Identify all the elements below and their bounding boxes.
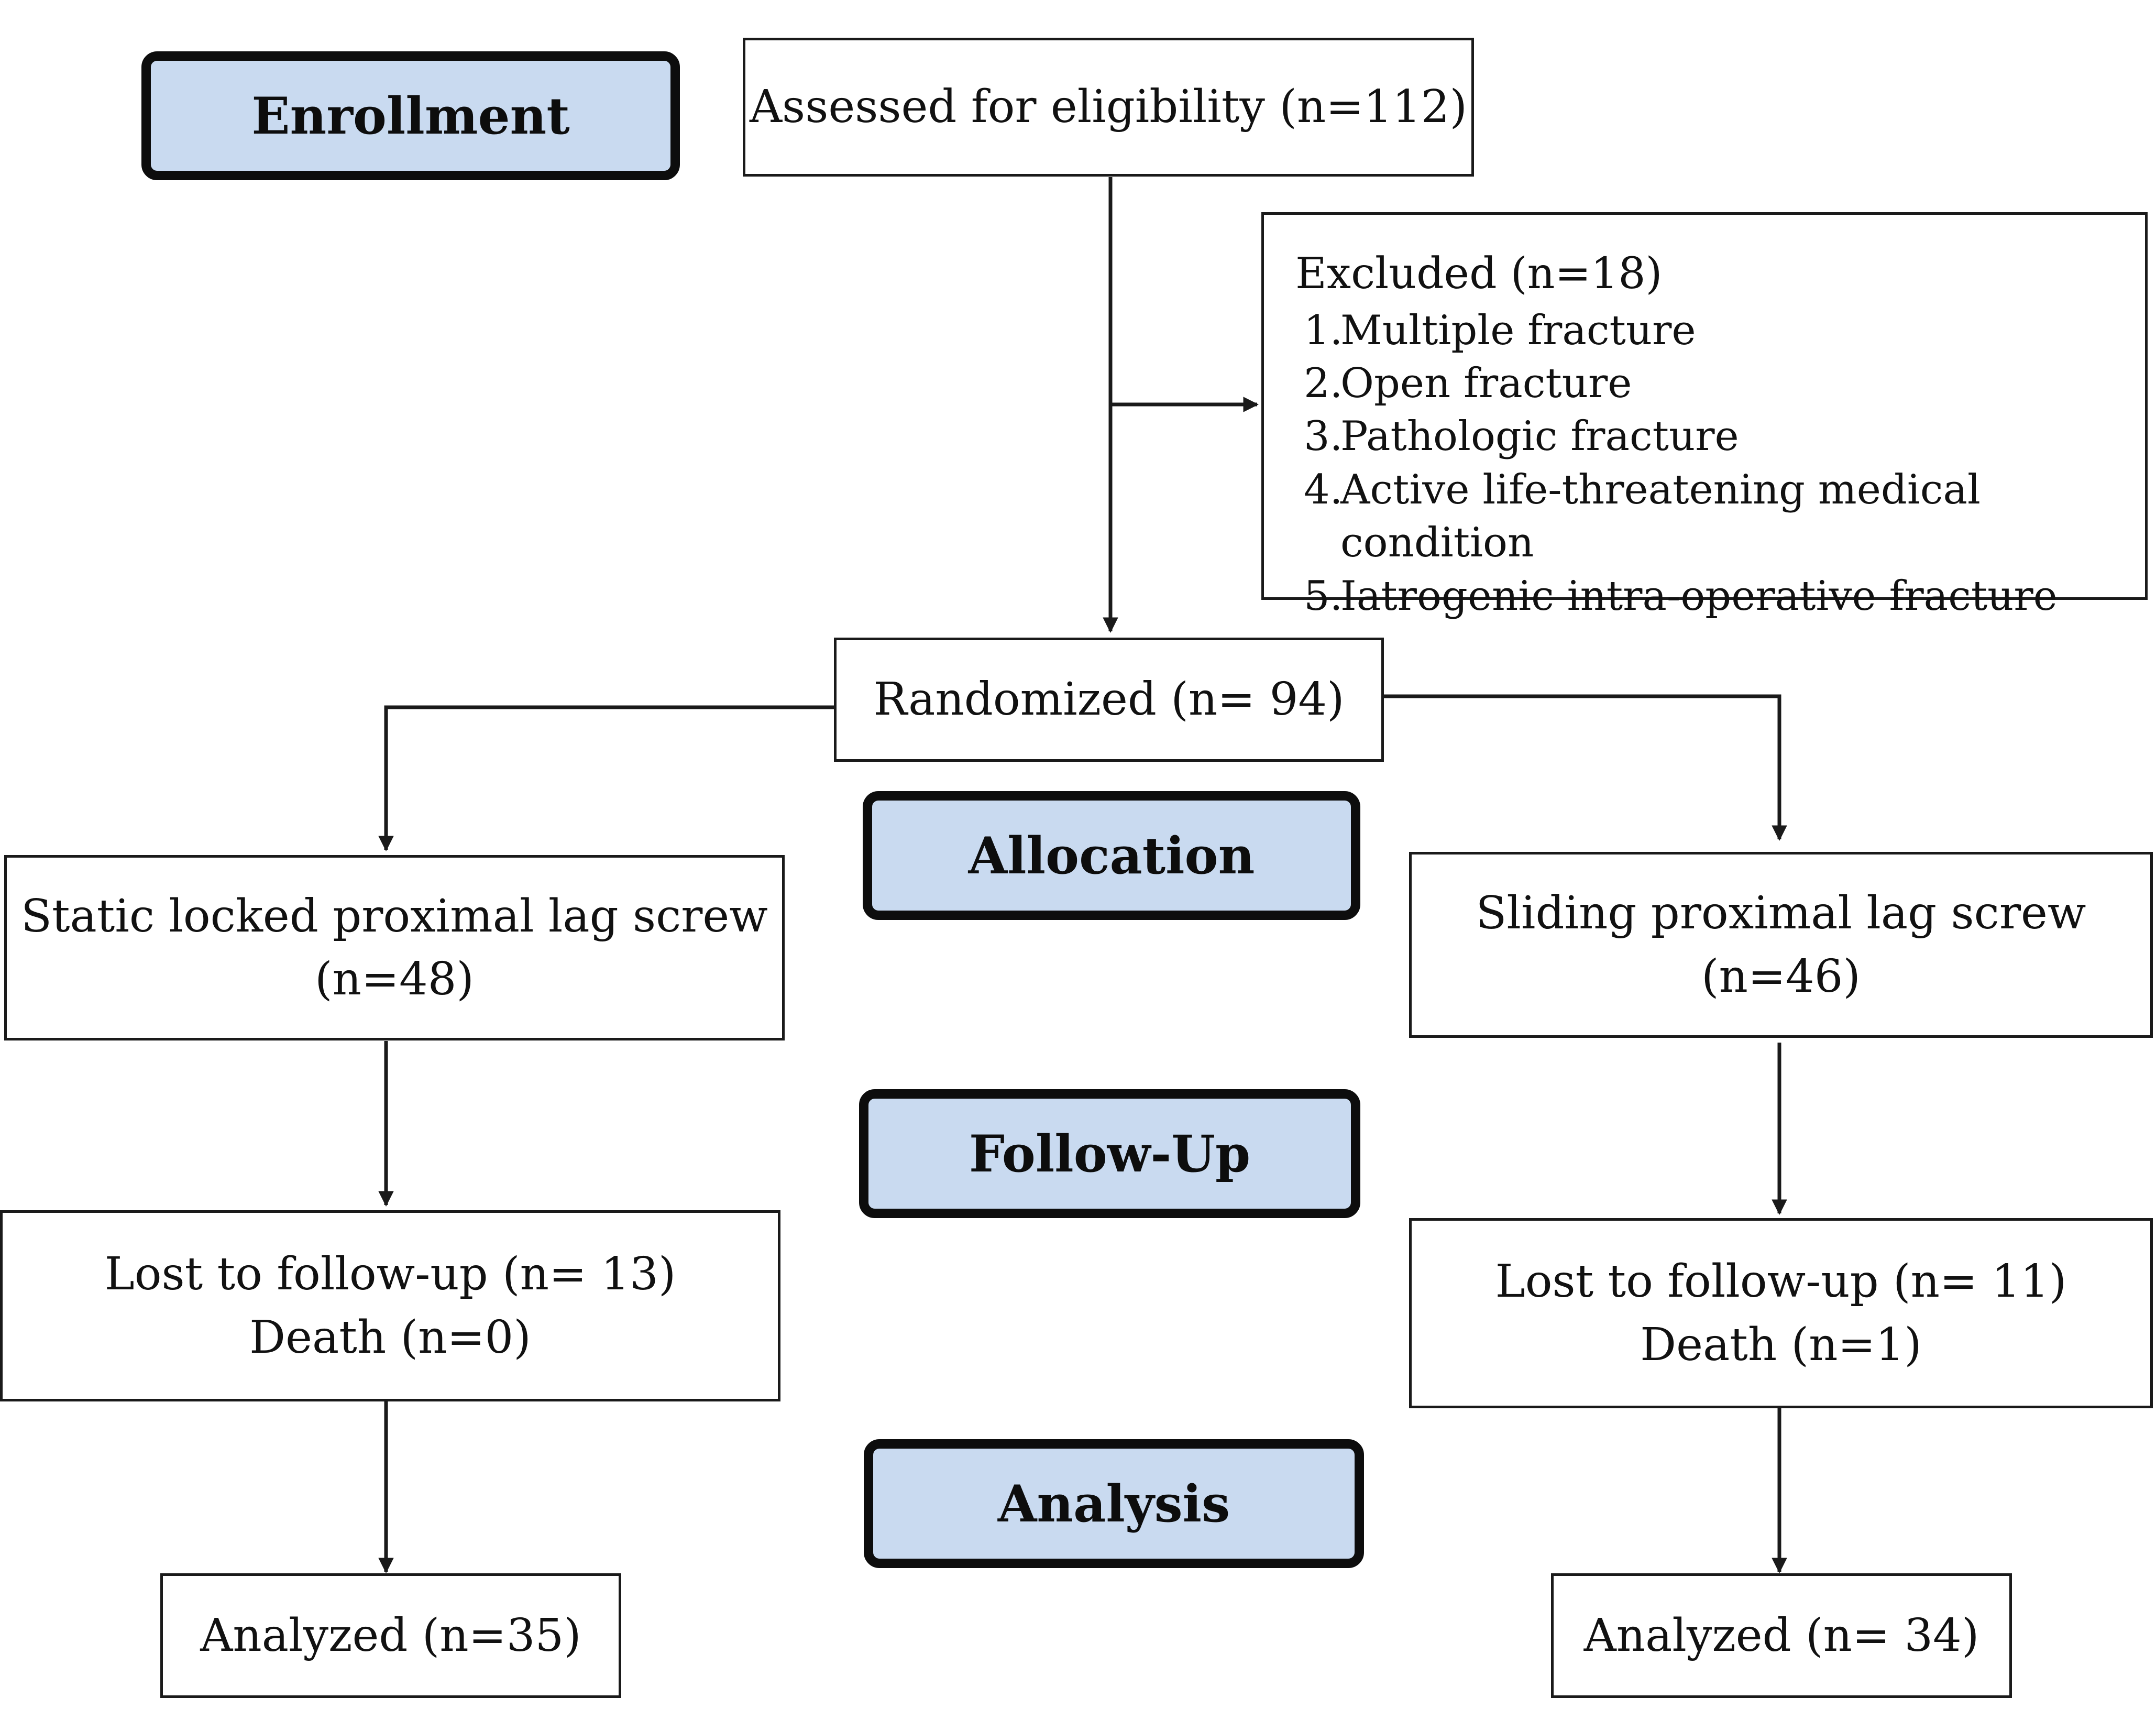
- excluded-reason: 5.Iatrogenic intra-operative fracture: [1304, 570, 2124, 623]
- randomized-text: Randomized (n= 94): [873, 673, 1345, 726]
- left-arm-lost-to-followup: Lost to follow-up (n= 13): [104, 1248, 676, 1301]
- stage-allocation: Allocation: [863, 791, 1360, 920]
- stage-enrollment: Enrollment: [141, 51, 680, 180]
- assessed-text: Assessed for eligibility (n=112): [749, 81, 1468, 134]
- reason-text: Multiple fracture: [1340, 306, 1696, 354]
- assessed-box: Assessed for eligibility (n=112): [743, 38, 1474, 177]
- stage-analysis: Analysis: [864, 1439, 1364, 1568]
- right-arm-analyzed-box: Analyzed (n= 34): [1551, 1573, 2012, 1698]
- excluded-title: Excluded (n=18): [1295, 249, 1663, 299]
- reason-number: 2.: [1304, 359, 1343, 407]
- randomized-box: Randomized (n= 94): [834, 638, 1384, 762]
- reason-text: Open fracture: [1340, 359, 1632, 407]
- stage-analysis-label: Analysis: [997, 1474, 1230, 1533]
- right-arm-death: Death (n=1): [1640, 1318, 1922, 1371]
- left-arm-group-label: Static locked proximal lag screw: [21, 890, 768, 943]
- right-arm-analyzed: Analyzed (n= 34): [1583, 1609, 1979, 1662]
- stage-follow-up-label: Follow-Up: [969, 1124, 1251, 1184]
- right-arm-group-label: Sliding proximal lag screw: [1476, 887, 2086, 940]
- left-arm-analyzed: Analyzed (n=35): [200, 1609, 581, 1662]
- excluded-reasons-list: 1.Multiple fracture 2.Open fracture 3.Pa…: [1295, 304, 2124, 623]
- left-arm-group-box: Static locked proximal lag screw (n=48): [4, 855, 785, 1040]
- left-arm-followup-box: Lost to follow-up (n= 13) Death (n=0): [0, 1210, 780, 1401]
- reason-text: Iatrogenic intra-operative fracture: [1340, 572, 2058, 620]
- reason-number: 1.: [1304, 306, 1343, 354]
- reason-text: Active life-threatening medical conditio…: [1340, 466, 1981, 567]
- reason-number: 5.: [1304, 572, 1343, 620]
- left-arm-analyzed-box: Analyzed (n=35): [160, 1573, 621, 1698]
- left-arm-death: Death (n=0): [249, 1311, 531, 1364]
- right-arm-lost-to-followup: Lost to follow-up (n= 11): [1495, 1255, 2067, 1308]
- stage-enrollment-label: Enrollment: [251, 86, 570, 146]
- right-arm-group-count: (n=46): [1701, 950, 1861, 1003]
- excluded-reason: 1.Multiple fracture: [1304, 304, 2124, 357]
- arrow-randomized-to-left-arm: [378, 705, 834, 851]
- right-arm-followup-box: Lost to follow-up (n= 11) Death (n=1): [1409, 1218, 2153, 1408]
- excluded-reason: 4.Active life-threatening medical condit…: [1304, 464, 2124, 570]
- excluded-box: Excluded (n=18) 1.Multiple fracture 2.Op…: [1261, 212, 2148, 620]
- excluded-reason: 3.Pathologic fracture: [1304, 410, 2124, 463]
- arrow-randomized-to-right-arm: [1384, 694, 1787, 841]
- excluded-reason: 2.Open fracture: [1304, 357, 2124, 410]
- reason-text: Pathologic fracture: [1340, 413, 1739, 461]
- reason-number: 3.: [1304, 413, 1343, 461]
- stage-follow-up: Follow-Up: [859, 1089, 1360, 1218]
- reason-number: 4.: [1304, 466, 1343, 513]
- stage-allocation-label: Allocation: [968, 826, 1255, 885]
- left-arm-group-count: (n=48): [315, 953, 474, 1005]
- right-arm-group-box: Sliding proximal lag screw (n=46): [1409, 852, 2153, 1038]
